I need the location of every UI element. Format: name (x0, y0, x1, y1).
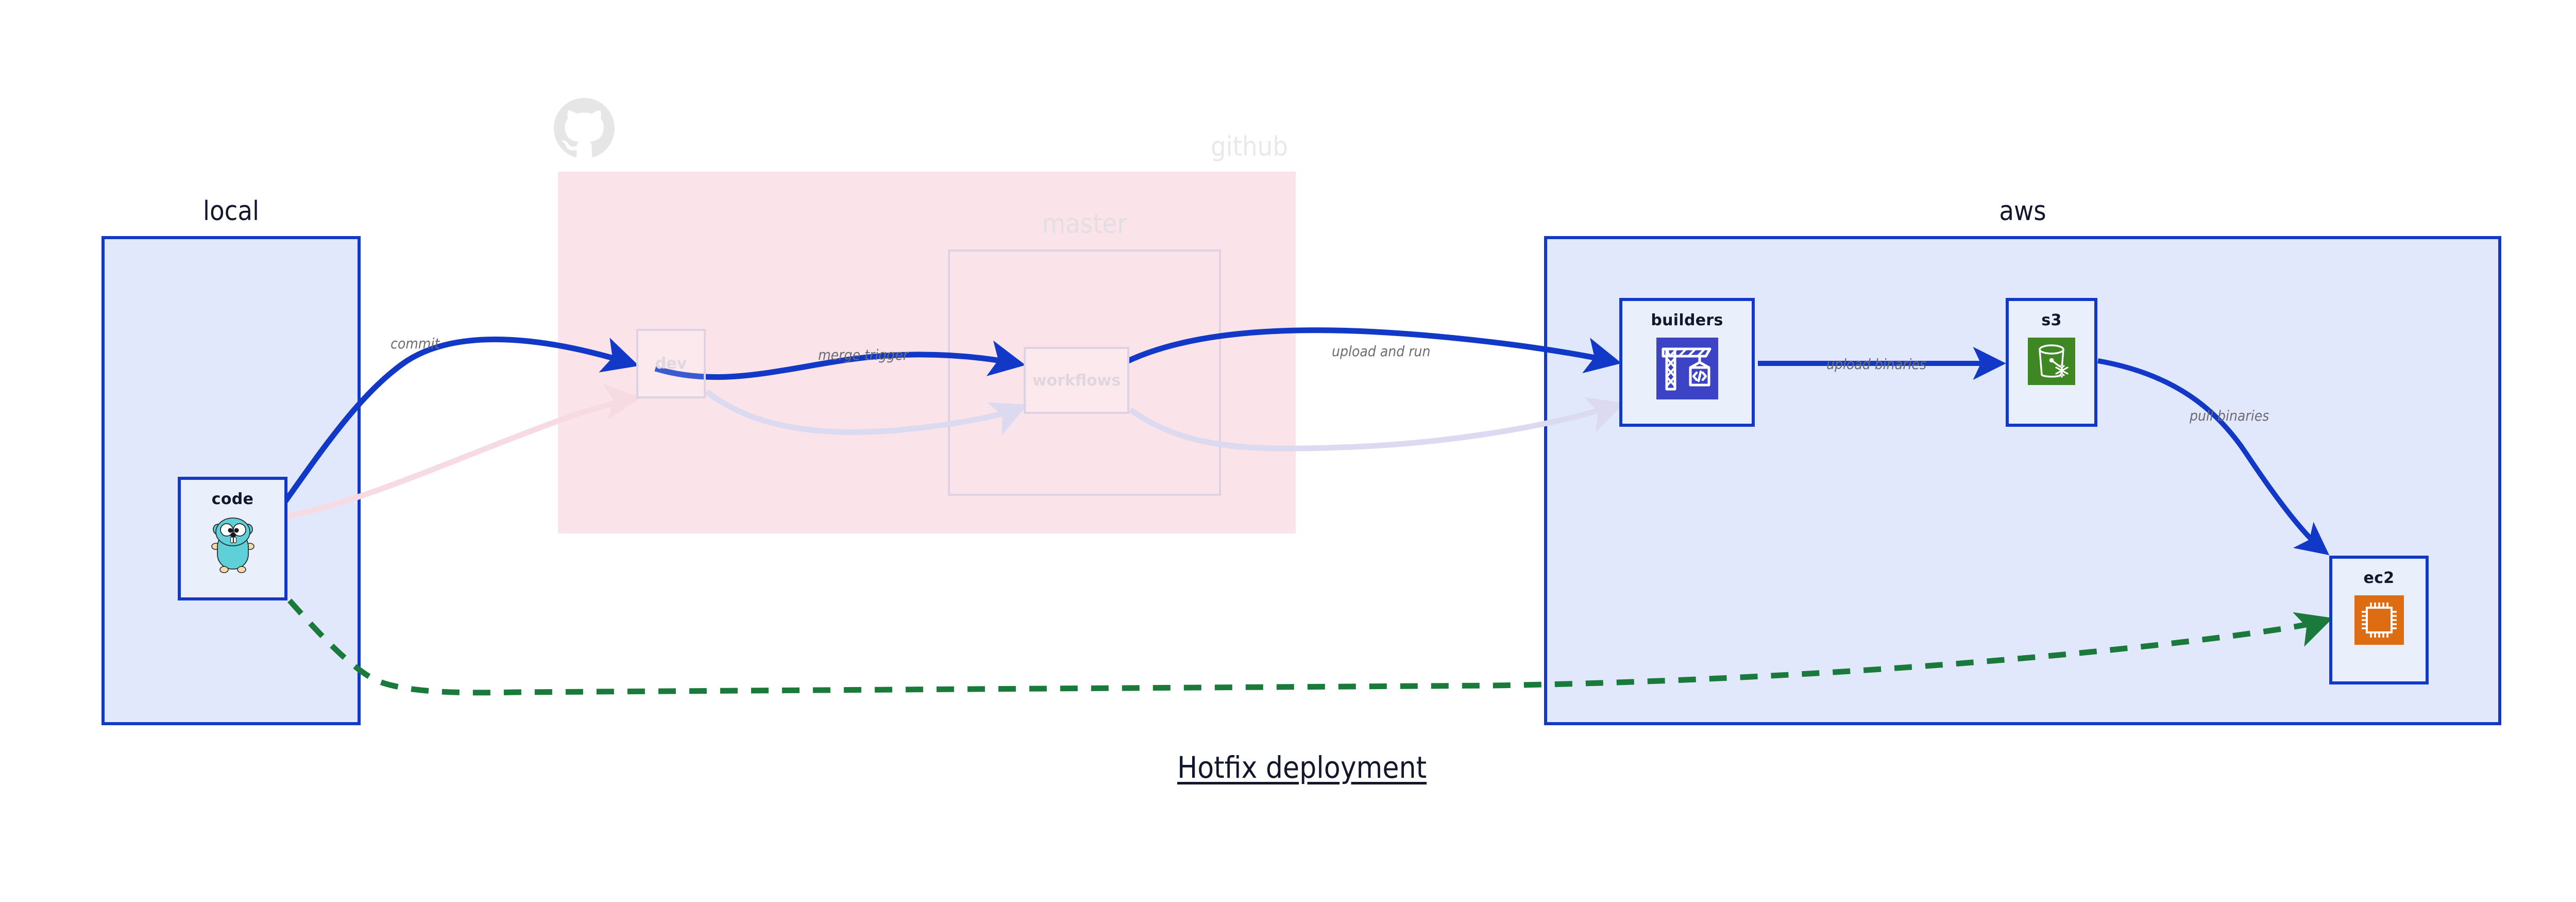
node-label-workflows: workflows (1032, 371, 1121, 390)
node-label-code: code (211, 490, 254, 508)
node-dev[interactable]: dev (636, 329, 706, 398)
aws-ec2-chip-icon (2354, 595, 2404, 647)
edge-label-pull-binaries: pull binaries (2190, 407, 2269, 424)
edge-label-commit: commit (391, 335, 440, 352)
edge-label-merge-trigger: merge trigger (818, 346, 908, 363)
node-builders[interactable]: builders (1619, 298, 1755, 427)
group-label-aws: aws (1999, 196, 2046, 227)
group-label-master: master (1042, 209, 1127, 240)
node-label-builders: builders (1651, 311, 1723, 329)
node-ec2[interactable]: ec2 (2329, 556, 2429, 684)
node-workflows[interactable]: workflows (1024, 347, 1129, 414)
edge-label-upload-binaries: upload binaries (1826, 356, 1927, 373)
node-s3[interactable]: s3 (2006, 298, 2097, 427)
group-label-github: github (1210, 131, 1288, 162)
aws-crane-code-icon (1656, 338, 1718, 402)
aws-s3-glacier-icon (2028, 338, 2075, 387)
diagram-title: Hotfix deployment (1177, 750, 1427, 785)
go-gopher-icon (209, 516, 257, 576)
group-label-local: local (202, 196, 259, 227)
github-logo-icon (554, 98, 615, 159)
edge-label-upload-and-run: upload and run (1332, 343, 1431, 360)
node-label-ec2: ec2 (2363, 569, 2395, 587)
node-label-s3: s3 (2041, 311, 2062, 329)
node-label-dev: dev (655, 355, 687, 373)
node-code[interactable]: code (178, 477, 287, 600)
